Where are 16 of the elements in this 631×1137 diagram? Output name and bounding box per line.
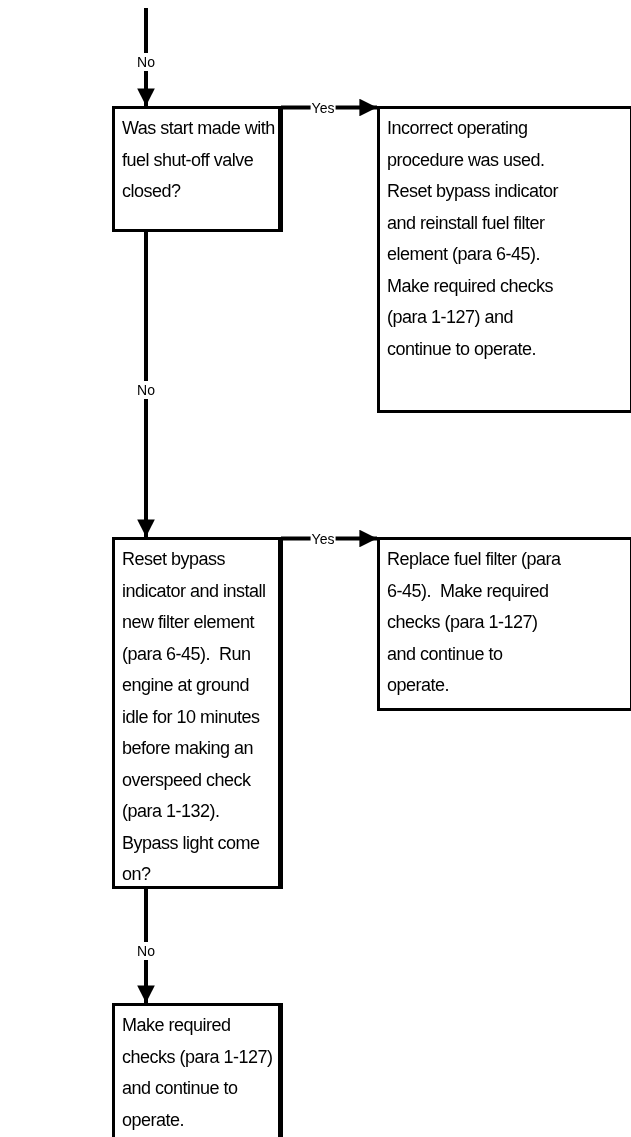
process-box bbox=[377, 106, 631, 413]
process-box bbox=[112, 106, 283, 232]
edge-label: No bbox=[136, 380, 156, 399]
process-box bbox=[112, 537, 283, 889]
edge-label: No bbox=[136, 53, 156, 71]
box-text: Make required checks (para 1-127) and continue to operate. bbox=[122, 1014, 274, 1132]
box-text: Replace fuel filter (para 6-45). Make required checks (para 1-127) and continue to operate. bbox=[387, 548, 562, 697]
process-box bbox=[112, 1003, 283, 1137]
arrow bbox=[137, 8, 155, 106]
box-text: Reset bypass indicator and install new filter element (para 6-45). Run engine at ground idle for 10 minutes before making an overspeed check (para 1-132). Bypass light come on? bbox=[122, 548, 267, 886]
box-text: Incorrect operating procedure was used. Reset bypass indicator and reinstall fuel filter element (para 6-45). Make required checks (para 1-127) and continue to operate. bbox=[387, 117, 560, 361]
edge-label: No bbox=[136, 942, 156, 960]
arrow bbox=[137, 889, 155, 1003]
process-box bbox=[377, 537, 631, 711]
arrow bbox=[137, 232, 155, 537]
box-text: Was start made with fuel shut-off valve closed? bbox=[122, 117, 276, 203]
